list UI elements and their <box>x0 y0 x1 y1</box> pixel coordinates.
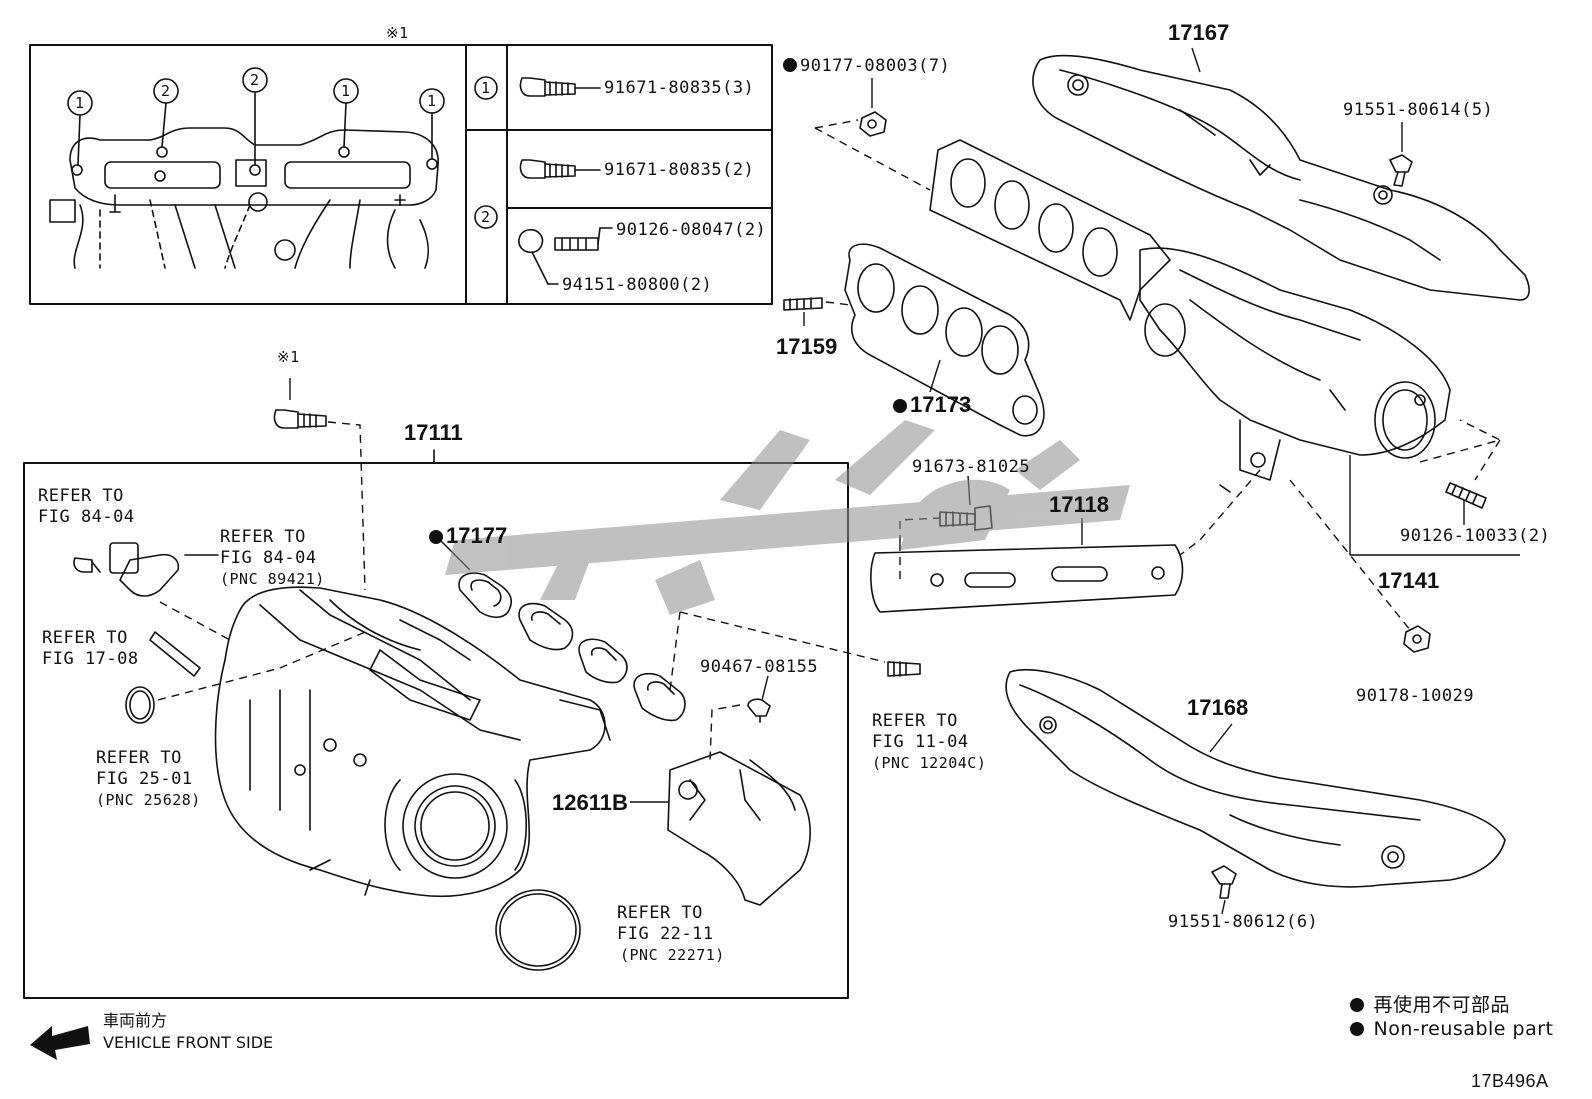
part-17141: 17141 <box>1378 568 1440 593</box>
inset-bolt-icons <box>518 77 613 285</box>
vehicle-front-jp: 車両前方 <box>103 1011 168 1030</box>
bolt-91551-80612-illustration <box>1211 865 1237 899</box>
inset-row2-nut: 94151-80800(2) <box>562 275 713 295</box>
refer-pnc-22271: (PNC 22271) <box>620 946 725 964</box>
refer-fig-84-04-b: REFER TO FIG 84-04 <box>220 527 317 568</box>
inset-row2-bolt: 91671-80835(2) <box>604 160 755 180</box>
inset-callouts <box>67 67 445 166</box>
part-91551-80614: 91551-80614(5) <box>1343 100 1494 120</box>
inset-symbol: ※1 <box>386 24 409 42</box>
sym1-label: ※1 <box>277 348 300 366</box>
inset-row2-key: 2 <box>481 208 491 226</box>
inset-callout-4: 1 <box>341 82 351 100</box>
inset-row1-bolt: 91671-80835(3) <box>604 78 755 98</box>
nut-90177-illustration <box>859 111 887 137</box>
hose-illustration <box>149 631 201 677</box>
part-17168: 17168 <box>1187 695 1249 720</box>
refer-fig-17-08: REFER TO FIG 17-08 <box>42 628 139 669</box>
legend-en: Non-reusable part <box>1350 1020 1553 1039</box>
part-90178-10029: 90178-10029 <box>1356 686 1475 706</box>
dashed-guide-lines <box>157 119 1502 761</box>
non-reusable-dot-icon <box>783 58 797 72</box>
part-17118: 17118 <box>1049 492 1109 517</box>
part-12611B: 12611B <box>552 790 628 815</box>
clip-90467-illustration <box>747 698 771 723</box>
part-90126-10033: 90126-10033(2) <box>1400 526 1551 546</box>
refer-fig-11-04: REFER TO FIG 11-04 <box>872 711 969 752</box>
refer-fig-22-11: REFER TO FIG 22-11 <box>617 903 714 944</box>
clip-illustration <box>125 686 155 724</box>
part-90177-08003: 90177-08003(7) <box>783 58 950 75</box>
part-17167: 17167 <box>1168 20 1230 45</box>
inset-row2-stud: 90126-08047(2) <box>616 220 767 240</box>
gasket-17177-illustration <box>458 572 686 722</box>
figure-code: 17B496A <box>1471 1071 1549 1091</box>
inset-box <box>29 44 773 305</box>
inset-callout-2: 2 <box>161 82 171 100</box>
refer-pnc-25628: (PNC 25628) <box>96 791 201 809</box>
part-17111: 17111 <box>404 420 463 445</box>
stay-17118-illustration <box>870 544 1184 613</box>
stud-illustration <box>887 661 921 677</box>
nut-90178-illustration <box>1403 625 1431 653</box>
stud-90126-10033-illustration <box>1445 482 1487 509</box>
part-17173-text: 17173 <box>910 392 972 417</box>
inset-callout-3: 2 <box>250 71 260 89</box>
refer-fig-84-04-a: REFER TO FIG 84-04 <box>38 486 135 527</box>
stud-17159-illustration <box>783 297 823 311</box>
sensor-illustration <box>73 542 219 597</box>
part-91551-80612: 91551-80612(6) <box>1168 912 1319 932</box>
inset-callout-5: 1 <box>427 92 437 110</box>
gasket-17173-illustration <box>844 243 1045 437</box>
vehicle-front-en: VEHICLE FRONT SIDE <box>103 1033 274 1052</box>
intake-manifold-illustration <box>214 586 611 898</box>
refer-pnc-12204c: (PNC 12204C) <box>872 754 987 772</box>
part-17159: 17159 <box>776 334 838 359</box>
watermark-logo <box>445 420 1130 615</box>
part-17173: 17173 <box>893 394 971 416</box>
refer-pnc-89421: (PNC 89421) <box>220 570 325 588</box>
exhaust-manifold-17141-illustration <box>929 139 1451 493</box>
front-arrow-icon <box>30 1026 90 1060</box>
legend-dot-icon <box>1350 1022 1364 1036</box>
legend-jp: 再使用不可部品 <box>1350 996 1510 1015</box>
part-91673-81025: 91673-81025 <box>912 457 1031 477</box>
part-90177-08003-text: 90177-08003(7) <box>800 56 951 76</box>
non-reusable-dot-icon <box>893 399 907 413</box>
part-90467-08155: 90467-08155 <box>700 657 819 677</box>
refer-fig-25-01: REFER TO FIG 25-01 <box>96 748 193 789</box>
bolt-91551-80614-illustration <box>1389 154 1413 187</box>
heat-insulator-17167-illustration <box>1032 54 1530 301</box>
o-ring-illustration <box>495 889 581 971</box>
bolt-sym1-illustration <box>273 409 327 429</box>
inset-callout-1: 1 <box>75 94 85 112</box>
non-reusable-dot-icon <box>429 530 443 544</box>
part-17177: 17177 <box>429 525 507 547</box>
part-17177-text: 17177 <box>446 523 508 548</box>
inset-flange-sketch <box>49 127 439 269</box>
leader-lines <box>289 47 1520 915</box>
heat-insulator-17168-illustration <box>1005 668 1506 888</box>
legend-jp-text: 再使用不可部品 <box>1373 994 1511 1016</box>
legend-dot-icon <box>1350 998 1364 1012</box>
legend-en-text: Non-reusable part <box>1373 1018 1554 1040</box>
intake-manifold-box <box>23 462 849 999</box>
bracket-12611B-illustration <box>667 751 811 906</box>
inset-row1-key: 1 <box>481 79 491 97</box>
vehicle-front-label: 車両前方 VEHICLE FRONT SIDE <box>103 1010 273 1054</box>
